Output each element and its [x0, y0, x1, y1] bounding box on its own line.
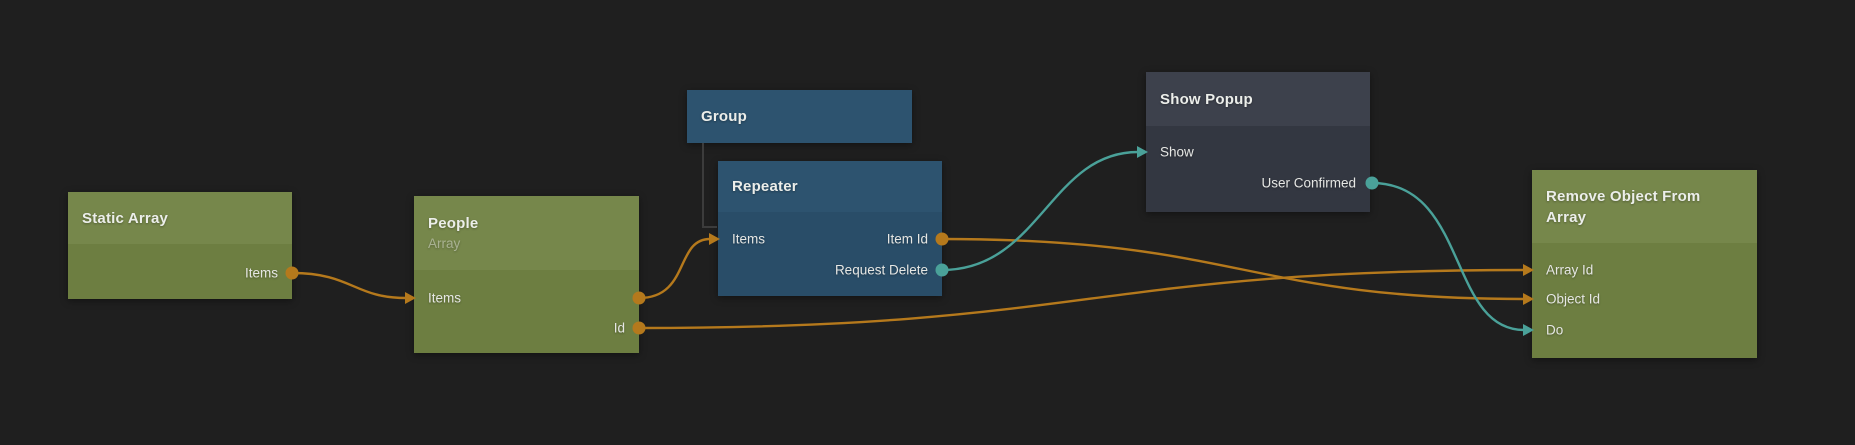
- node-title: Remove Object From Array: [1546, 187, 1701, 226]
- node-header: Static Array: [68, 192, 292, 244]
- hierarchy-line-group-to-repeater: [702, 143, 717, 228]
- port-id-output[interactable]: Id: [613, 320, 625, 336]
- node-header: Remove Object From Array: [1532, 170, 1757, 243]
- port-user-confirmed-output[interactable]: User Confirmed: [1261, 175, 1356, 191]
- port-item-id-output[interactable]: Item Id: [886, 231, 928, 247]
- node-title: Repeater: [732, 178, 798, 195]
- connection-people-items-to-repeater-items[interactable]: [638, 237, 711, 300]
- port-array-id-input[interactable]: Array Id: [1546, 262, 1594, 278]
- connection-repeater-item-id-to-remove-object-id[interactable]: [941, 237, 1525, 301]
- port-request-delete-output[interactable]: Request Delete: [834, 262, 928, 278]
- port-do-input[interactable]: Do: [1546, 322, 1564, 338]
- node-header: Show Popup: [1146, 72, 1370, 126]
- node-header: Repeater: [718, 161, 942, 212]
- node-subtitle: Array: [428, 235, 461, 251]
- port-show-input[interactable]: Show: [1160, 144, 1194, 160]
- node-header: Group: [687, 90, 912, 143]
- connection-static-array-items-to-people-items[interactable]: [291, 271, 407, 300]
- node-title: Show Popup: [1160, 90, 1253, 108]
- node-title: Static Array: [82, 209, 169, 227]
- connection-show-popup-user-confirmed-to-remove-do[interactable]: [1371, 181, 1525, 332]
- node-title: People: [428, 214, 479, 232]
- port-items-input[interactable]: Items: [732, 231, 766, 247]
- port-items-input[interactable]: Items: [428, 290, 462, 306]
- port-items-output[interactable]: Items: [244, 265, 278, 281]
- node-title: Group: [701, 108, 747, 125]
- node-group[interactable]: Group: [687, 90, 912, 143]
- connection-repeater-request-delete-to-show-popup-show[interactable]: [941, 150, 1139, 272]
- port-object-id-input[interactable]: Object Id: [1546, 291, 1601, 307]
